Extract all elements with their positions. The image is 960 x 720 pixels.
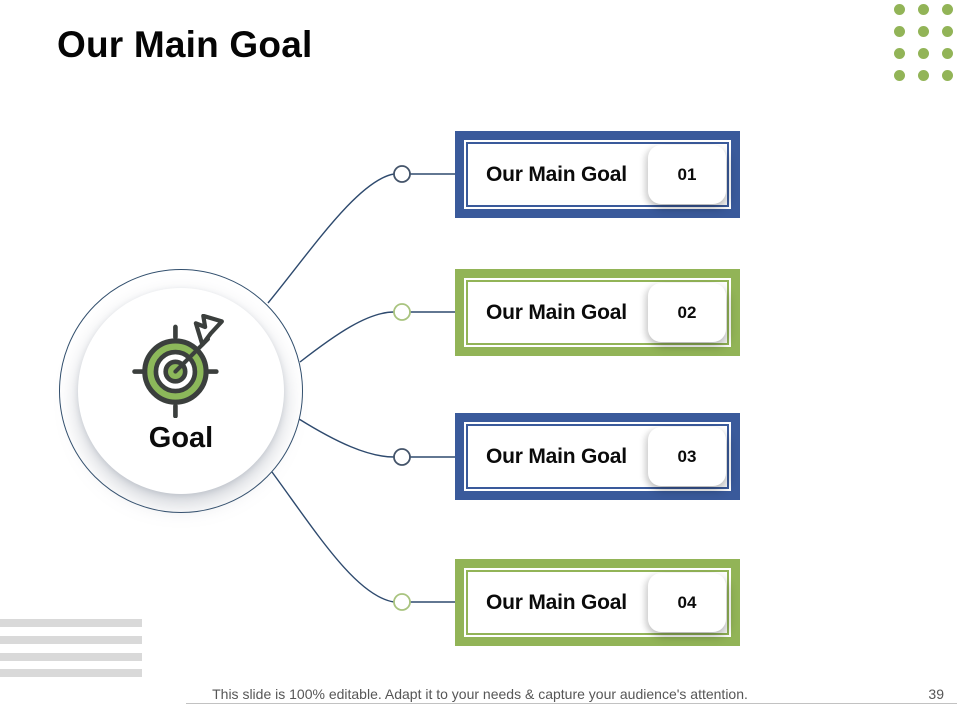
goal-box-3: Our Main Goal 03 [455, 413, 740, 500]
dot-icon [894, 26, 905, 37]
connector-node-4 [393, 593, 411, 611]
dot-icon [894, 4, 905, 15]
dot-icon [918, 48, 929, 59]
arrow-fletching [193, 313, 224, 347]
dot-icon [918, 70, 929, 81]
connector-curve-2 [299, 311, 395, 363]
goal-number-card: 04 [648, 573, 726, 632]
connector-curve-1 [267, 173, 395, 304]
page-title: Our Main Goal [57, 24, 313, 65]
connector-curve-3 [298, 418, 395, 458]
goal-box-frame: Our Main Goal 04 [464, 568, 731, 637]
goal-box-frame: Our Main Goal 03 [464, 422, 731, 491]
target-with-arrow-icon [132, 313, 224, 418]
dot-icon [942, 4, 953, 15]
decorative-bar [0, 619, 142, 627]
connector-curve-4 [271, 471, 395, 603]
goal-number-card: 01 [648, 145, 726, 204]
dot-icon [894, 48, 905, 59]
dot-icon [918, 4, 929, 15]
footer-divider [186, 703, 957, 704]
dot-icon [918, 26, 929, 37]
dot-grid-decoration [894, 4, 953, 81]
decorative-bar [0, 669, 142, 677]
hub-circle: Goal [78, 288, 284, 494]
goal-label: Our Main Goal [486, 590, 627, 614]
goal-number: 04 [677, 592, 697, 612]
page-number: 39 [928, 686, 944, 702]
hub-label: Goal [148, 421, 214, 454]
goal-number-card: 03 [648, 427, 726, 486]
decorative-bar [0, 636, 142, 644]
goal-box-2: Our Main Goal 02 [455, 269, 740, 356]
connector-node-2 [393, 303, 411, 321]
dot-icon [894, 70, 905, 81]
goal-box-frame: Our Main Goal 01 [464, 140, 731, 209]
goal-number-card: 02 [648, 283, 726, 342]
goal-box-4: Our Main Goal 04 [455, 559, 740, 646]
goal-number: 01 [677, 164, 697, 184]
dot-icon [942, 26, 953, 37]
goal-label: Our Main Goal [486, 300, 627, 324]
goal-number: 02 [677, 302, 697, 322]
footer-text: This slide is 100% editable. Adapt it to… [212, 686, 748, 702]
goal-box-1: Our Main Goal 01 [455, 131, 740, 218]
goal-label: Our Main Goal [486, 162, 627, 186]
connector-node-1 [393, 165, 411, 183]
connector-node-3 [393, 448, 411, 466]
goal-number: 03 [677, 446, 697, 466]
goal-box-frame: Our Main Goal 02 [464, 278, 731, 347]
dot-icon [942, 48, 953, 59]
decorative-bar [0, 653, 142, 661]
goal-label: Our Main Goal [486, 444, 627, 468]
dot-icon [942, 70, 953, 81]
